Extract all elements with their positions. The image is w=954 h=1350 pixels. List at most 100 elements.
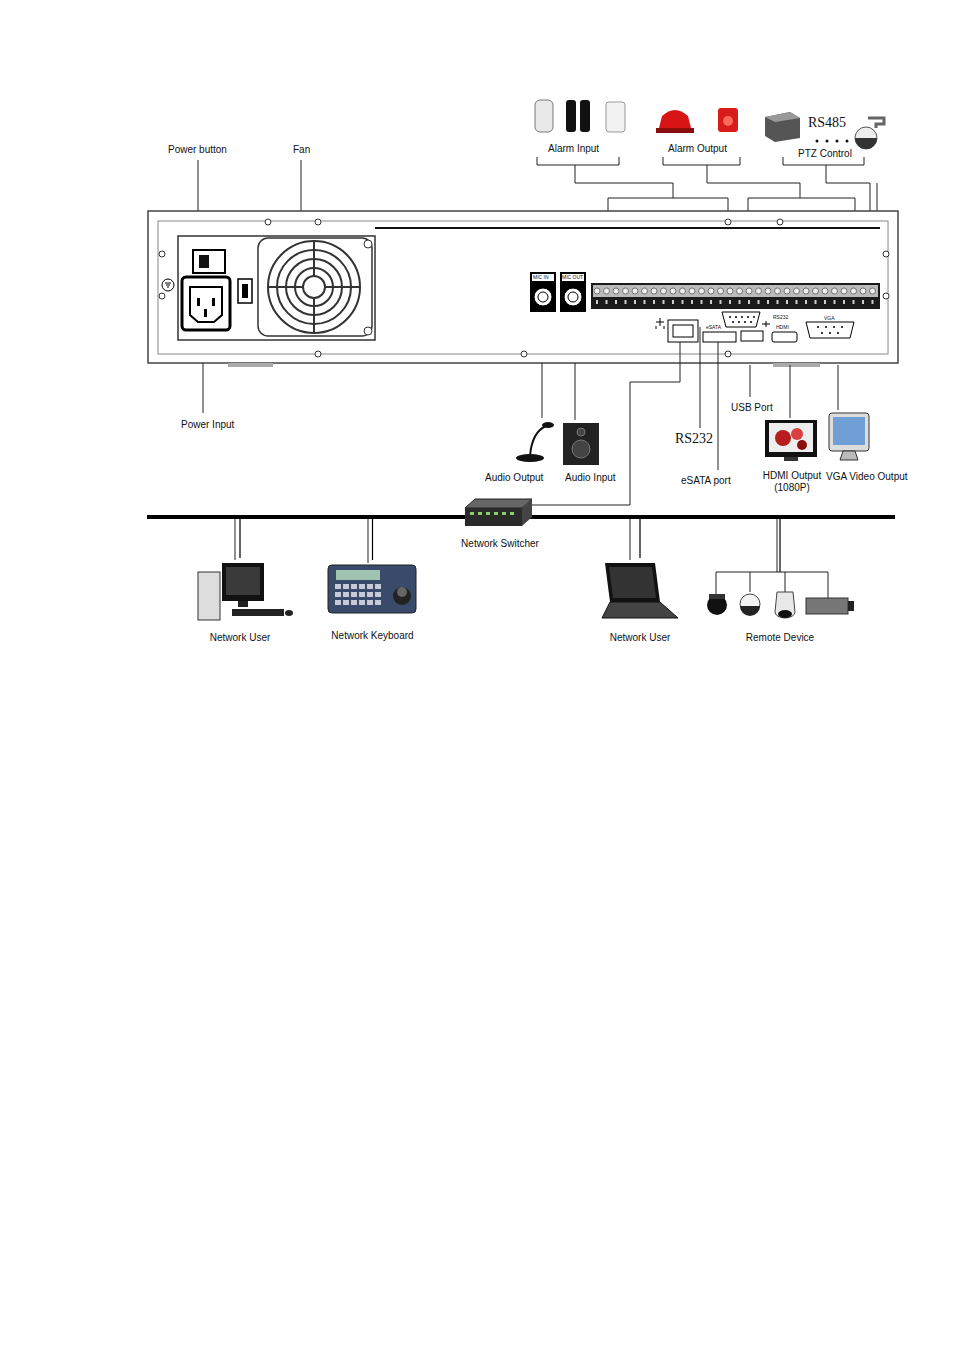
keyboard-key [359, 584, 365, 589]
keyboard-key [375, 600, 381, 605]
keyboard-key [343, 584, 349, 589]
callout-label: RS232 [675, 431, 713, 447]
keyboard-key [343, 592, 349, 597]
terminal-mark [663, 300, 665, 304]
terminal-mark [815, 300, 817, 304]
terminal-mark [596, 300, 598, 304]
device-node: Network User [585, 558, 695, 646]
keyboard-key [375, 584, 381, 589]
terminal-mark [777, 300, 779, 304]
terminal-screw [680, 288, 686, 294]
terminal-screw [737, 288, 743, 294]
callout-label: RS485 [808, 115, 846, 131]
terminal-screw [813, 288, 819, 294]
keyboard-key [335, 600, 341, 605]
device-node: Network User [180, 558, 300, 646]
terminal-mark [710, 300, 712, 304]
keyboard-key [375, 592, 381, 597]
terminal-screw [661, 288, 667, 294]
terminal-mark [691, 300, 693, 304]
callout-label: HDMI [776, 325, 789, 330]
terminal-screw [632, 288, 638, 294]
terminal-mark [872, 300, 874, 304]
terminal-screw [832, 288, 838, 294]
terminal-mark [653, 300, 655, 304]
terminal-mark [625, 300, 627, 304]
terminal-mark [767, 300, 769, 304]
terminal-screw [822, 288, 828, 294]
callout-label: VGA Video Output [826, 471, 908, 483]
terminal-screw [756, 288, 762, 294]
terminal-mark [644, 300, 646, 304]
terminal-mark [824, 300, 826, 304]
terminal-mark [701, 300, 703, 304]
terminal-mark [805, 300, 807, 304]
terminal-screw [794, 288, 800, 294]
keyboard-key [343, 600, 349, 605]
terminal-mark [739, 300, 741, 304]
device-label: Network User [585, 632, 695, 644]
terminal-screw [784, 288, 790, 294]
device-node: Remote Device [700, 572, 860, 646]
keyboard-key [359, 592, 365, 597]
terminal-screw [841, 288, 847, 294]
terminal-mark [634, 300, 636, 304]
terminal-mark [615, 300, 617, 304]
terminal-screw [708, 288, 714, 294]
keyboard-key [367, 584, 373, 589]
keyboard-key [367, 592, 373, 597]
callout-label: MIC OUT [562, 275, 583, 280]
terminal-mark [796, 300, 798, 304]
callout-label: PTZ Control [798, 148, 852, 160]
terminal-screw [860, 288, 866, 294]
callout-label: HDMI Output (1080P) [758, 470, 826, 493]
keyboard-key [335, 592, 341, 597]
terminal-screw [642, 288, 648, 294]
terminal-screw [746, 288, 752, 294]
network-cable [545, 517, 780, 572]
network-cable [545, 517, 640, 558]
callout-label: MIC IN [533, 275, 549, 280]
device-node: Network Keyboard [315, 560, 430, 644]
callout-label: VGA [824, 316, 835, 321]
callout-label: USB Port [731, 402, 773, 414]
terminal-screw [803, 288, 809, 294]
terminal-screw [699, 288, 705, 294]
device-label: Network Keyboard [315, 630, 430, 642]
callout-label: RS232 [773, 315, 788, 320]
terminal-screw [689, 288, 695, 294]
device-node: Network Switcher [455, 496, 545, 552]
terminal-mark [672, 300, 674, 304]
callout-label: Power Input [181, 419, 234, 431]
terminal-mark [729, 300, 731, 304]
callout-label: Audio Output [485, 472, 543, 484]
terminal-mark [862, 300, 864, 304]
terminal-mark [853, 300, 855, 304]
terminal-mark [843, 300, 845, 304]
terminal-screw [670, 288, 676, 294]
terminal-mark [682, 300, 684, 304]
terminal-screw [775, 288, 781, 294]
terminal-mark [748, 300, 750, 304]
keyboard-key [367, 600, 373, 605]
terminal-screw [594, 288, 600, 294]
terminal-mark [834, 300, 836, 304]
terminal-mark [786, 300, 788, 304]
device-label: Remote Device [700, 632, 860, 644]
terminal-mark [720, 300, 722, 304]
terminal-screw [613, 288, 619, 294]
keyboard-key [359, 600, 365, 605]
keyboard-key [335, 584, 341, 589]
terminal-screw [851, 288, 857, 294]
terminal-screw [604, 288, 610, 294]
terminal-mark [606, 300, 608, 304]
keyboard-key [351, 600, 357, 605]
callout-label: Alarm Output [668, 143, 727, 155]
terminal-screw [718, 288, 724, 294]
network-cable [373, 517, 456, 560]
callout-label: Audio Input [565, 472, 616, 484]
callout-label: Alarm Input [548, 143, 599, 155]
terminal-screw [870, 288, 876, 294]
